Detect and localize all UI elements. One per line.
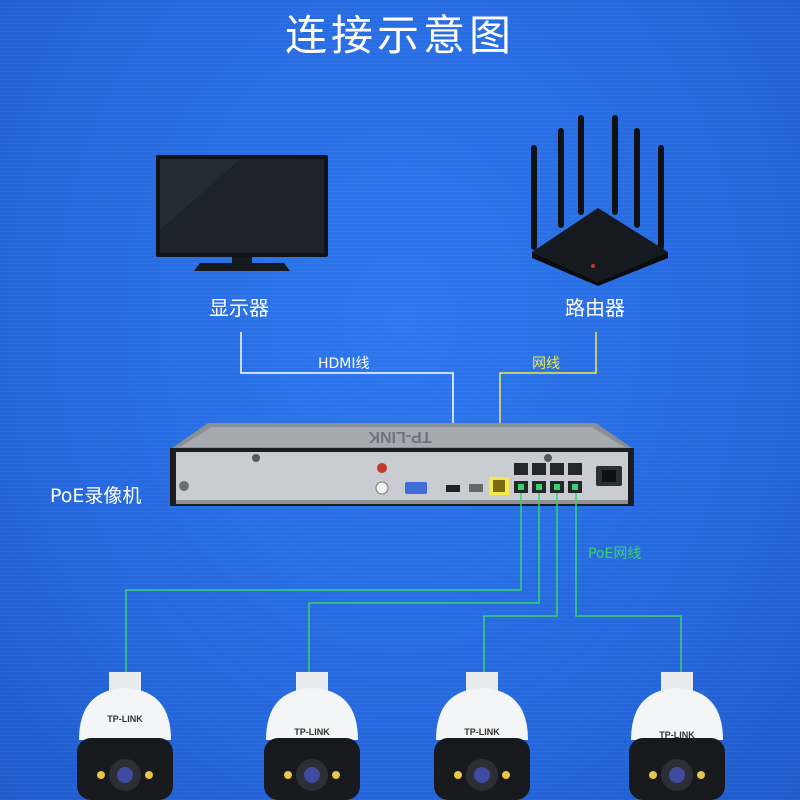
- nvr-icon: [170, 423, 634, 506]
- camera-1-brand: TP-LINK: [107, 714, 143, 724]
- network-cable-label: 网线: [532, 356, 560, 372]
- camera-3-icon: [434, 672, 530, 800]
- poe-cable-label: PoE网线: [588, 546, 642, 562]
- camera-2-brand: TP-LINK: [294, 727, 330, 737]
- nvr-label: PoE录像机: [50, 485, 142, 507]
- router-icon: [531, 115, 668, 286]
- camera-4-brand: TP-LINK: [659, 730, 695, 740]
- camera-2-icon: [264, 672, 360, 800]
- monitor-icon: [156, 155, 328, 271]
- hdmi-cable-label: HDMI线: [318, 356, 370, 372]
- poe-cables: [125, 493, 682, 672]
- nvr-brand: TP-LINK: [368, 428, 432, 445]
- camera-4-icon: [629, 672, 725, 800]
- page-title: 连接示意图: [284, 11, 515, 60]
- router-label: 路由器: [565, 296, 625, 320]
- monitor-label: 显示器: [209, 296, 269, 320]
- camera-1-icon: [77, 672, 173, 800]
- camera-3-brand: TP-LINK: [464, 727, 500, 737]
